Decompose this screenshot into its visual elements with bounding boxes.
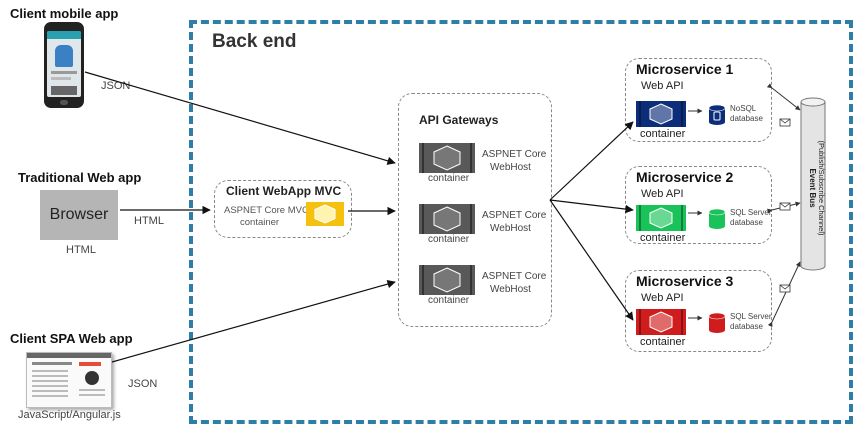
- database-icon: [708, 208, 726, 229]
- database-icon: [708, 312, 726, 333]
- gateway-host-line2: WebHost: [490, 284, 531, 295]
- gateway-container-label: container: [428, 173, 470, 184]
- microservice-container-label: container: [640, 336, 686, 348]
- arrow-spa-to-gateway: [111, 280, 396, 363]
- database-label-line2: database: [730, 114, 763, 123]
- web-api-label: Web API: [641, 80, 684, 92]
- arrow-ms1-eventbus: [766, 83, 801, 111]
- microservice-title: Microservice 2: [636, 169, 734, 185]
- web-caption: HTML: [66, 244, 96, 256]
- gateway-host-line1: ASPNET Core: [482, 149, 547, 160]
- spa-protocol-label: JSON: [128, 378, 158, 390]
- hexagon-container-icon: [419, 143, 475, 173]
- backend-region: [189, 20, 853, 424]
- hexagon-container-icon: [636, 309, 686, 335]
- database-label-line2: database: [730, 218, 763, 227]
- spa-screenshot-icon: [26, 352, 112, 408]
- spa-app-title: Client SPA Web app: [10, 331, 133, 346]
- mvc-line2: container: [240, 217, 280, 228]
- mobile-app-title: Client mobile app: [10, 6, 119, 21]
- browser-box: Browser: [40, 190, 118, 240]
- database-label-line1: SQL Server: [730, 312, 772, 321]
- envelope-icon: [779, 202, 791, 211]
- backend-title: Back end: [212, 31, 297, 52]
- microservice-title: Microservice 1: [636, 61, 734, 77]
- mvc-box: [214, 180, 352, 238]
- hexagon-container-icon: [636, 205, 686, 231]
- mvc-container-icon: [306, 202, 344, 226]
- mobile-phone-icon: [44, 22, 84, 108]
- microservice-container-label: container: [640, 128, 686, 140]
- web-api-label: Web API: [641, 188, 684, 200]
- microservice-container-label: container: [640, 232, 686, 244]
- hexagon-container-icon: [419, 265, 475, 295]
- web-app-title: Traditional Web app: [18, 170, 142, 185]
- mvc-line1: ASPNET Core MVC: [224, 205, 309, 216]
- arrow-mobile-to-gateway: [84, 71, 396, 165]
- gateway-container-label: container: [428, 295, 470, 306]
- hexagon-container-icon: [419, 204, 475, 234]
- web-protocol-label: HTML: [134, 215, 164, 227]
- database-label-line1: NoSQL: [730, 104, 757, 113]
- event-bus-label: Event Bus: [808, 168, 817, 208]
- arrow-gateway-to-ms2: [549, 199, 634, 214]
- spa-caption: JavaScript/Angular.js: [18, 409, 121, 421]
- event-bus-sublabel: (Publish/Subscribe Channel): [817, 140, 826, 236]
- database-label-line1: SQL Server: [730, 208, 772, 217]
- browser-label: Browser: [49, 206, 109, 223]
- envelope-icon: [779, 118, 791, 127]
- arrow-gateway-to-ms3: [549, 199, 634, 321]
- arrow-gateway-to-ms1: [549, 121, 634, 201]
- microservice-title: Microservice 3: [636, 273, 734, 289]
- gateway-host-line1: ASPNET Core: [482, 271, 547, 282]
- envelope-icon: [779, 284, 791, 293]
- event-bus-cylinder: Event Bus (Publish/Subscribe Channel): [800, 97, 826, 271]
- gateway-host-line2: WebHost: [490, 162, 531, 173]
- mvc-title: Client WebApp MVC: [226, 184, 342, 198]
- api-gateways-title: API Gateways: [419, 113, 499, 127]
- gateway-host-line1: ASPNET Core: [482, 210, 547, 221]
- database-label-line2: database: [730, 322, 763, 331]
- gateway-container-label: container: [428, 234, 470, 245]
- gateway-host-line2: WebHost: [490, 223, 531, 234]
- database-icon: [708, 104, 726, 125]
- api-gateways-box: [398, 93, 552, 327]
- web-api-label: Web API: [641, 292, 684, 304]
- hexagon-container-icon: [636, 101, 686, 127]
